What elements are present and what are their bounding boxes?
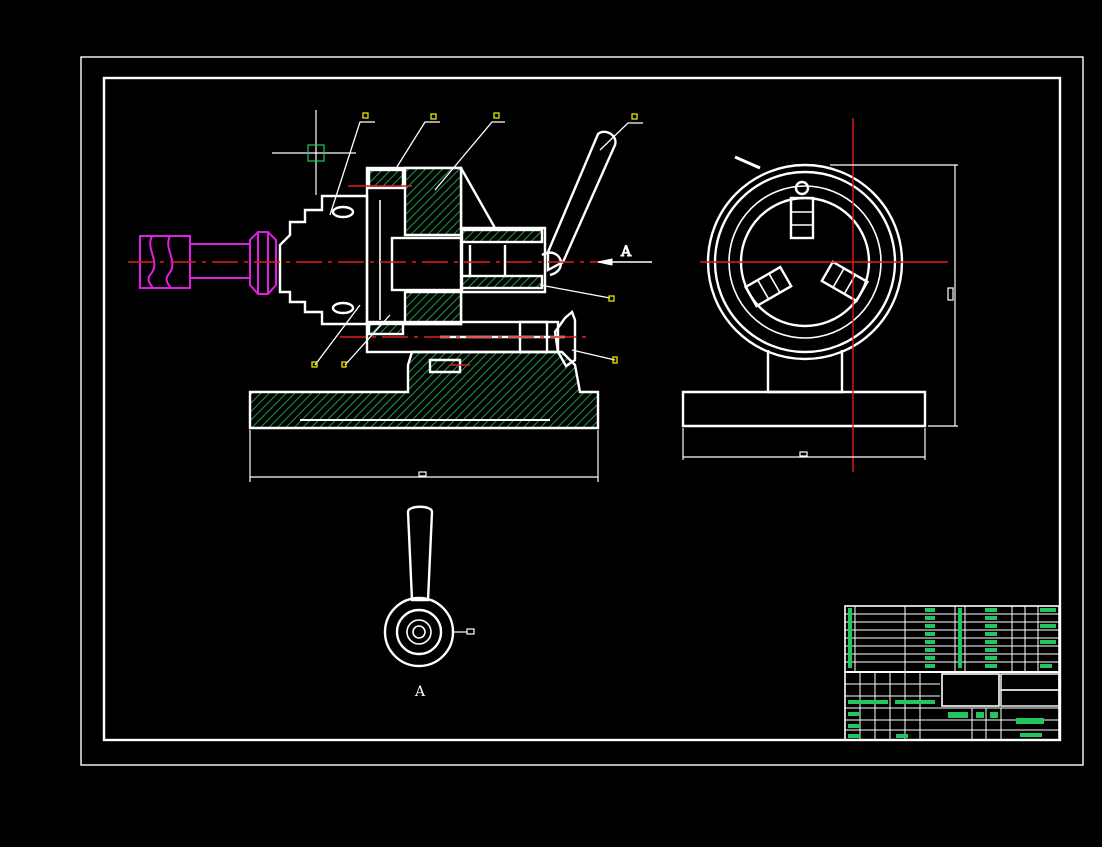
base-section (248, 350, 600, 430)
title-block-text-marks (848, 608, 1056, 738)
lever-arm (546, 130, 617, 272)
view-a-lever[interactable] (383, 505, 475, 668)
lower-shaft-hatch (367, 322, 405, 336)
front-centerlines (128, 185, 600, 366)
title-block[interactable] (844, 605, 1060, 741)
phantom-workpiece (139, 231, 277, 295)
lever-hub-outer (383, 596, 455, 668)
side-dimensions (682, 164, 958, 460)
lever-base (541, 251, 563, 277)
jaw-left (743, 265, 793, 308)
lever-hub-core (412, 625, 426, 639)
inner-drawing-frame (102, 76, 1062, 742)
side-centerlines (700, 118, 948, 472)
leader-lines (314, 121, 643, 366)
spindle-bore (390, 236, 464, 292)
leader-marker-icon (311, 112, 638, 368)
chuck-body (278, 194, 369, 326)
jaw-right (820, 260, 870, 303)
side-pin (734, 155, 761, 170)
chuck-jaw-slot-upper (331, 205, 355, 219)
jaw-top-pin (794, 180, 810, 196)
title-grid (845, 672, 1060, 740)
lever-hub-inner (406, 619, 432, 645)
housing-hatch-bottom (403, 290, 463, 326)
rear-sleeve-hatch-top (460, 228, 544, 244)
housing-hatch-left-top (367, 168, 405, 190)
view-label-below: A (414, 684, 426, 700)
parts-list-rows (845, 606, 1059, 673)
lever-handle (406, 505, 434, 602)
handwheel (553, 309, 577, 368)
rear-sleeve (461, 226, 547, 294)
base-dimension (249, 430, 599, 482)
rear-sleeve-hatch-bottom (460, 274, 544, 290)
housing-hatch-top (403, 166, 463, 237)
support-rib (459, 167, 497, 229)
lever-hub-mid (395, 608, 443, 656)
jaw-top (789, 196, 815, 240)
section-view-arrow: A (597, 244, 652, 266)
outer-sheet-border (80, 56, 1084, 766)
bolt-below (428, 358, 462, 374)
chuck-jaw-slot-lower (331, 301, 355, 315)
side-view[interactable] (681, 155, 927, 428)
cad-cursor-icon[interactable] (272, 110, 356, 195)
front-section-view[interactable] (248, 130, 617, 430)
side-base (681, 390, 927, 428)
view-label-arrow: A (620, 244, 632, 260)
